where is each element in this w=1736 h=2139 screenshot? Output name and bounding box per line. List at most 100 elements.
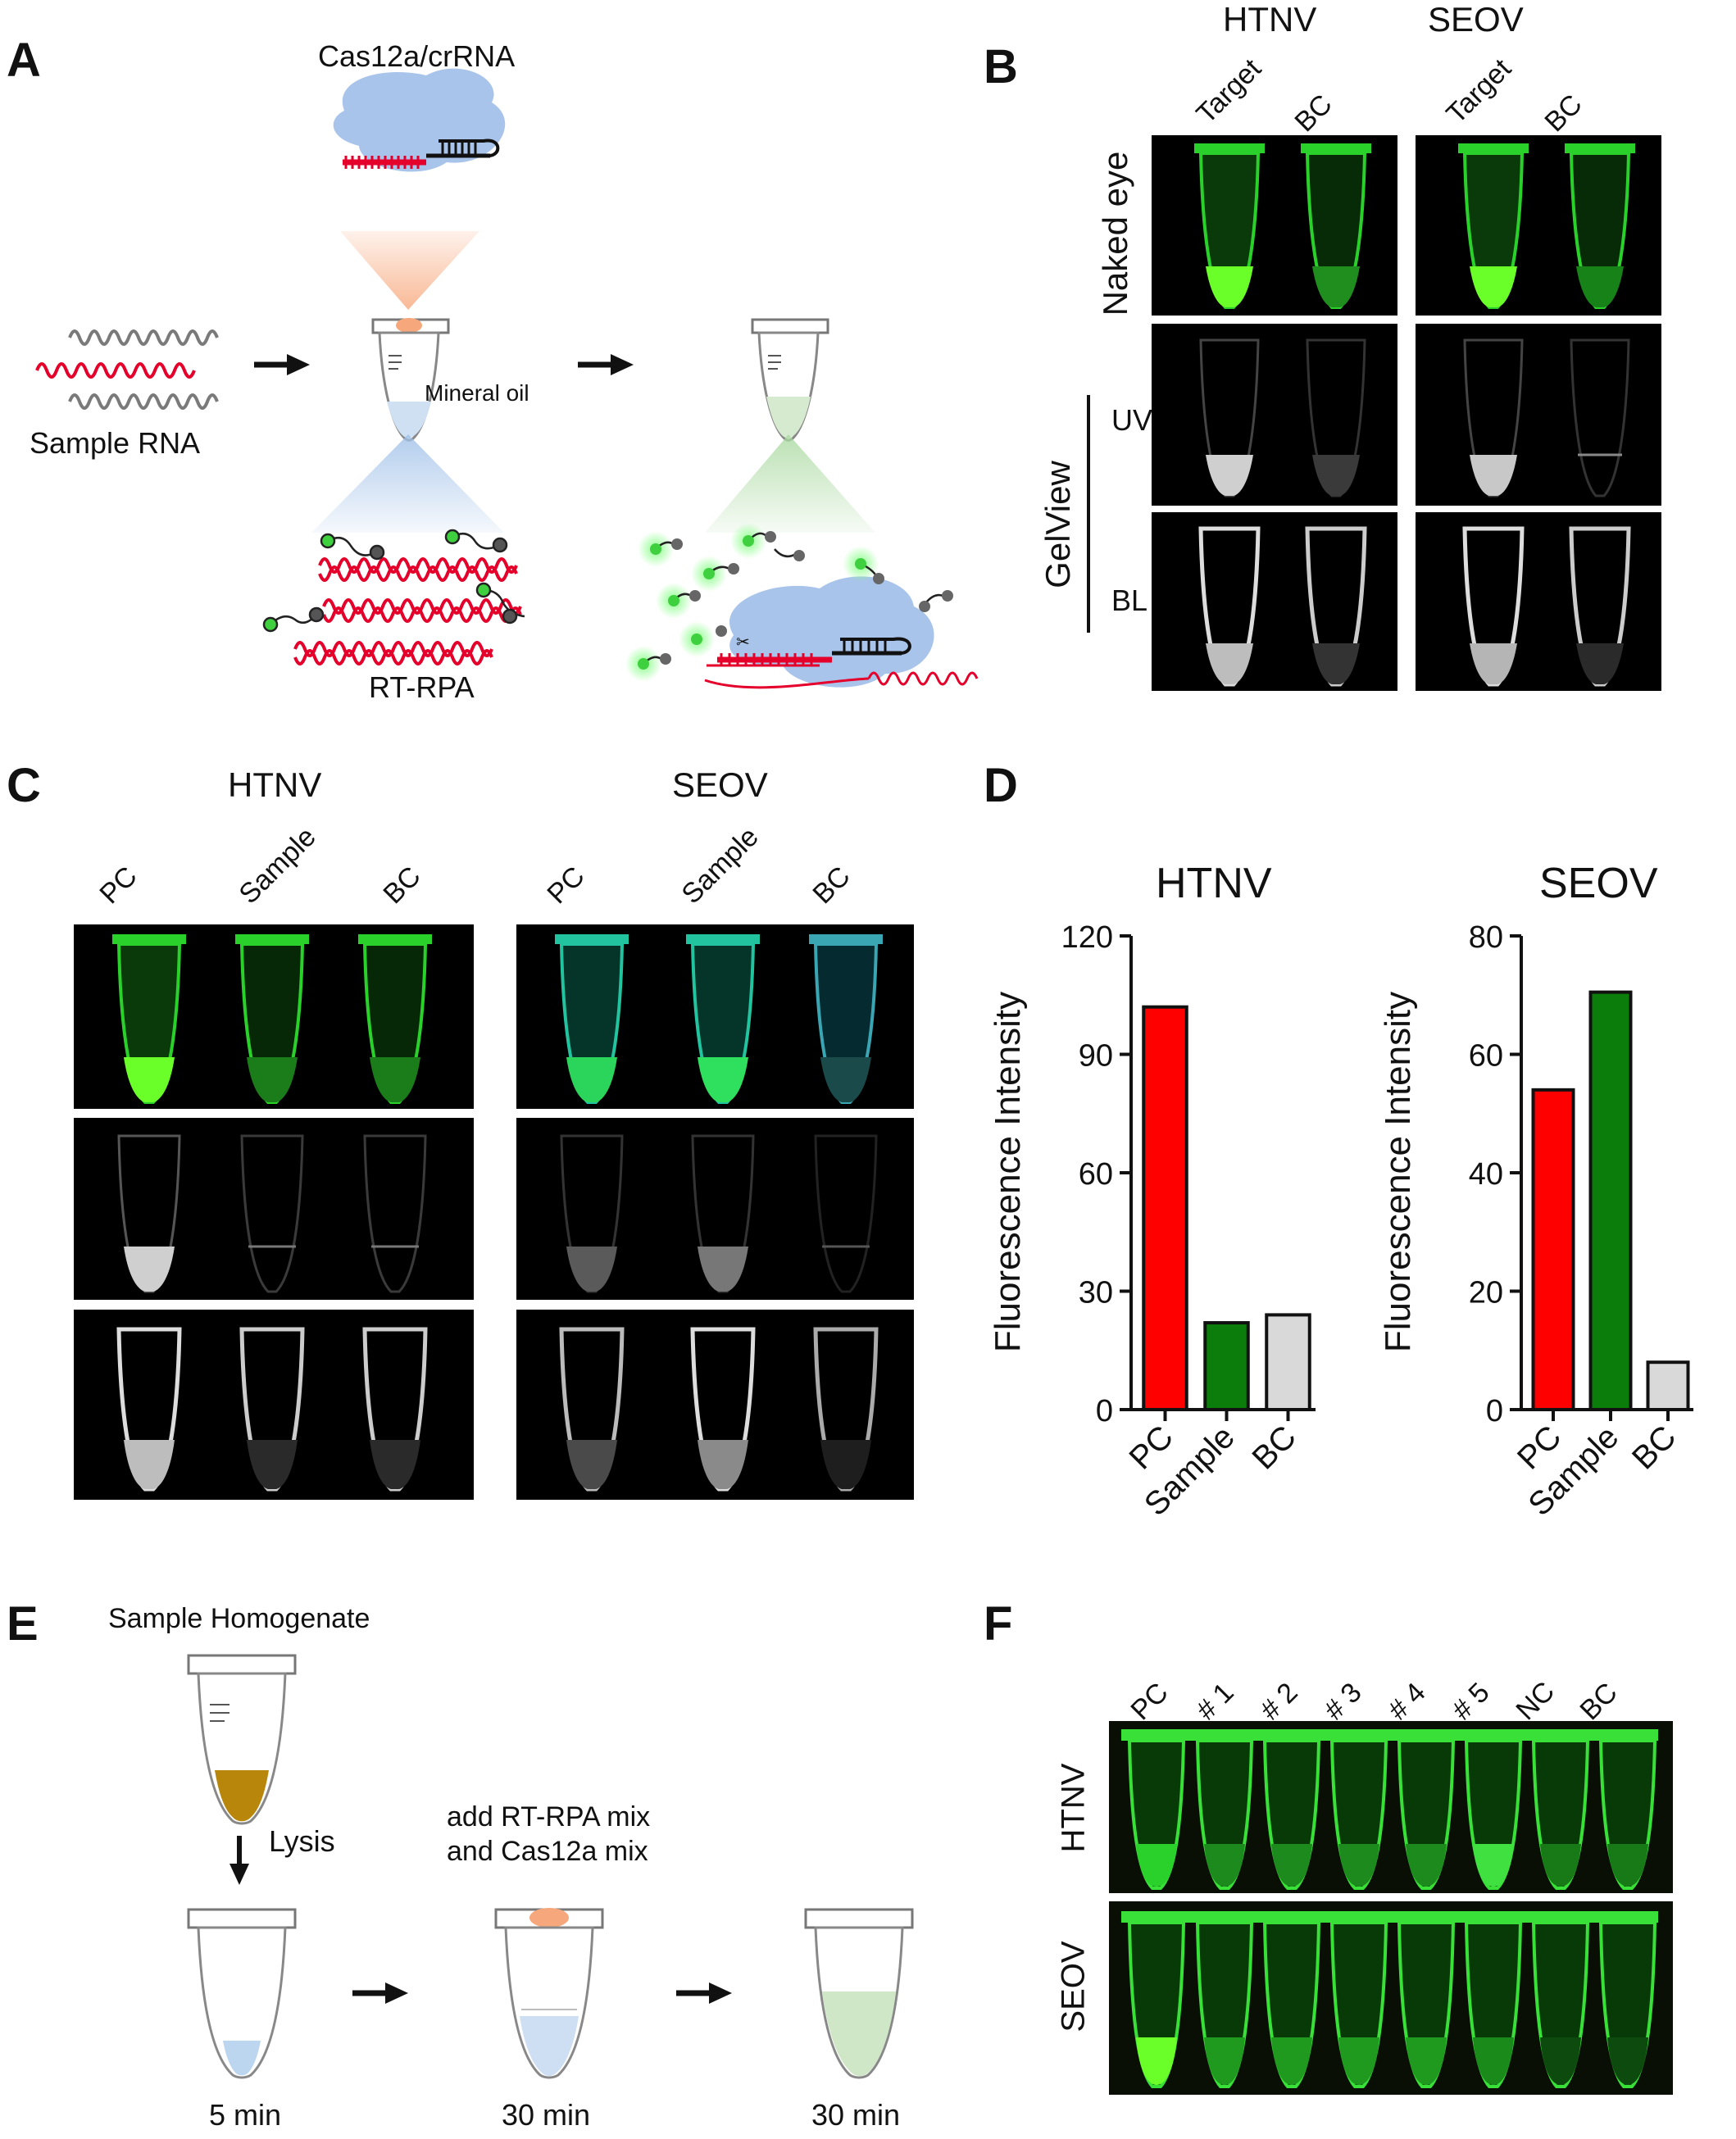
y-tick-label: 60 bbox=[1079, 1157, 1113, 1192]
panel-c-col-bc-2: BC bbox=[807, 861, 857, 911]
time-label-3: 30 min bbox=[811, 2098, 901, 2132]
sample-rna-label: Sample RNA bbox=[30, 426, 201, 460]
y-tick-label: 80 bbox=[1469, 920, 1503, 955]
b-bl-tubes bbox=[1198, 526, 1631, 687]
panel-f-row-htnv: HTNV bbox=[1055, 1763, 1092, 1853]
tube-result bbox=[751, 318, 829, 442]
svg-text:✂: ✂ bbox=[736, 634, 750, 652]
panel-f-col-3: # 3 bbox=[1318, 1677, 1368, 1727]
bar-sample bbox=[1588, 990, 1633, 1411]
mix-label-line1: add RT-RPA mix bbox=[447, 1801, 651, 1832]
blue-cone bbox=[311, 434, 504, 533]
panel-c-col-pc-2: PC bbox=[541, 861, 591, 911]
tube-reaction bbox=[371, 318, 450, 442]
panel-f-col-5: # 5 bbox=[1446, 1677, 1496, 1727]
y-tick-label: 0 bbox=[1486, 1394, 1503, 1428]
f-tube-2-2 bbox=[1195, 1921, 1254, 2088]
panel-b-col-target-2: Target bbox=[1440, 52, 1518, 130]
time-label-2: 30 min bbox=[502, 2098, 591, 2132]
uv-label: UV bbox=[1111, 403, 1153, 437]
panel-e-workflow bbox=[187, 1654, 914, 2079]
panel-b-seov-title: SEOV bbox=[1428, 0, 1524, 39]
f-tube-2-3 bbox=[1262, 1921, 1321, 2088]
f-tube-2-8 bbox=[1598, 1921, 1657, 2088]
time-label-1: 5 min bbox=[209, 2098, 282, 2132]
rpa-amplicons bbox=[293, 557, 522, 665]
naked-eye-label: Naked eye bbox=[1096, 151, 1134, 316]
f-tube-2-6 bbox=[1464, 1921, 1523, 2088]
arrow-down-icon bbox=[229, 1836, 249, 1885]
y-tick-label: 90 bbox=[1079, 1039, 1113, 1074]
orange-cone bbox=[340, 231, 479, 310]
f-tube-2-5 bbox=[1397, 1921, 1456, 2088]
tube-homogenate bbox=[187, 1654, 297, 1825]
panel-c-col-sample-2: Sample bbox=[675, 820, 765, 911]
panel-f-col-4: # 4 bbox=[1382, 1677, 1432, 1727]
panel-c-seov-title: SEOV bbox=[672, 765, 768, 804]
f-tube-1-3 bbox=[1262, 1739, 1321, 1890]
y-tick-label: 120 bbox=[1061, 920, 1113, 955]
cleaved-reporters bbox=[625, 523, 953, 682]
mineral-oil-label: Mineral oil bbox=[425, 380, 529, 406]
chart-1-axes: 0 30 60 90 120 bbox=[1061, 920, 1316, 1428]
bl-label: BL bbox=[1111, 584, 1148, 617]
arrow-icon-a1 bbox=[254, 354, 310, 375]
y-tick-label: 30 bbox=[1079, 1276, 1113, 1310]
mix-label-line2: and Cas12a mix bbox=[447, 1836, 648, 1867]
arrow-icon-e2 bbox=[676, 1982, 732, 2004]
f-tube-1-2 bbox=[1195, 1739, 1254, 1890]
panel-f-col-2: # 2 bbox=[1254, 1677, 1304, 1727]
f-tube-1-7 bbox=[1531, 1739, 1590, 1890]
panel-f-col-1: # 1 bbox=[1190, 1677, 1240, 1727]
panel-c-col-bc-1: BC bbox=[377, 861, 427, 911]
y-tick-label: 60 bbox=[1469, 1039, 1503, 1074]
f-tube-2-1 bbox=[1127, 1921, 1186, 2088]
cas12a-crrna-label: Cas12a/crRNA bbox=[318, 39, 516, 73]
panel-c-col-sample-1: Sample bbox=[233, 820, 322, 911]
panel-f-photos bbox=[1109, 1721, 1673, 2095]
arrow-icon-e1 bbox=[352, 1982, 408, 2004]
panel-label-f: F bbox=[984, 1597, 1013, 1651]
f-tube-1-8 bbox=[1598, 1739, 1657, 1890]
tube-lysis bbox=[187, 1908, 297, 2079]
b-naked-tubes bbox=[1194, 143, 1635, 309]
chart-2-ylabel: Fluorescence Intensity bbox=[1378, 991, 1418, 1353]
panel-f-row-seov: SEOV bbox=[1055, 1941, 1092, 2032]
green-cone bbox=[705, 434, 875, 533]
cas12a-complex-top bbox=[333, 68, 506, 172]
panel-b-htnv-title: HTNV bbox=[1223, 0, 1317, 39]
cas12a-complex-active: ✂ bbox=[704, 576, 979, 689]
chart-2-title: SEOV bbox=[1539, 860, 1658, 907]
gelview-bracket bbox=[1087, 395, 1090, 633]
lysis-label: Lysis bbox=[269, 1824, 335, 1858]
bar-pc bbox=[1531, 1088, 1575, 1411]
panel-f-col-0: PC bbox=[1125, 1677, 1175, 1727]
sample-rna-strands bbox=[35, 329, 219, 410]
f-tube-2-7 bbox=[1531, 1921, 1590, 2088]
panel-c-col-pc-1: PC bbox=[93, 861, 143, 911]
reporter-probes-left bbox=[262, 529, 525, 633]
panel-label-e: E bbox=[7, 1597, 39, 1651]
sample-homogenate-label: Sample Homogenate bbox=[108, 1603, 370, 1634]
y-tick-label: 40 bbox=[1469, 1157, 1503, 1192]
y-tick-label: 0 bbox=[1096, 1394, 1113, 1428]
bar-bc bbox=[1646, 1360, 1690, 1412]
chart-1-title: HTNV bbox=[1156, 860, 1272, 907]
b-uv-tubes bbox=[1199, 338, 1630, 497]
chart-1-ylabel: Fluorescence Intensity bbox=[988, 991, 1028, 1353]
panel-f-col-7: BC bbox=[1574, 1677, 1624, 1727]
f-tube-1-5 bbox=[1397, 1739, 1456, 1890]
f-tube-1-4 bbox=[1329, 1739, 1388, 1890]
x-tick-label: BC bbox=[1245, 1419, 1302, 1476]
rt-rpa-label: RT-RPA bbox=[369, 670, 475, 704]
y-tick-label: 20 bbox=[1469, 1276, 1503, 1310]
gelview-label: GelView bbox=[1038, 461, 1077, 588]
panel-b-col-bc-1: BC bbox=[1288, 89, 1338, 139]
bar-pc bbox=[1142, 1005, 1188, 1411]
panel-a-schematic: ✂ bbox=[35, 68, 979, 689]
panel-f-col-6: NC bbox=[1510, 1675, 1561, 1727]
f-tube-1-1 bbox=[1127, 1739, 1186, 1890]
panel-c-htnv-title: HTNV bbox=[228, 765, 322, 804]
tube-final bbox=[804, 1908, 914, 2079]
